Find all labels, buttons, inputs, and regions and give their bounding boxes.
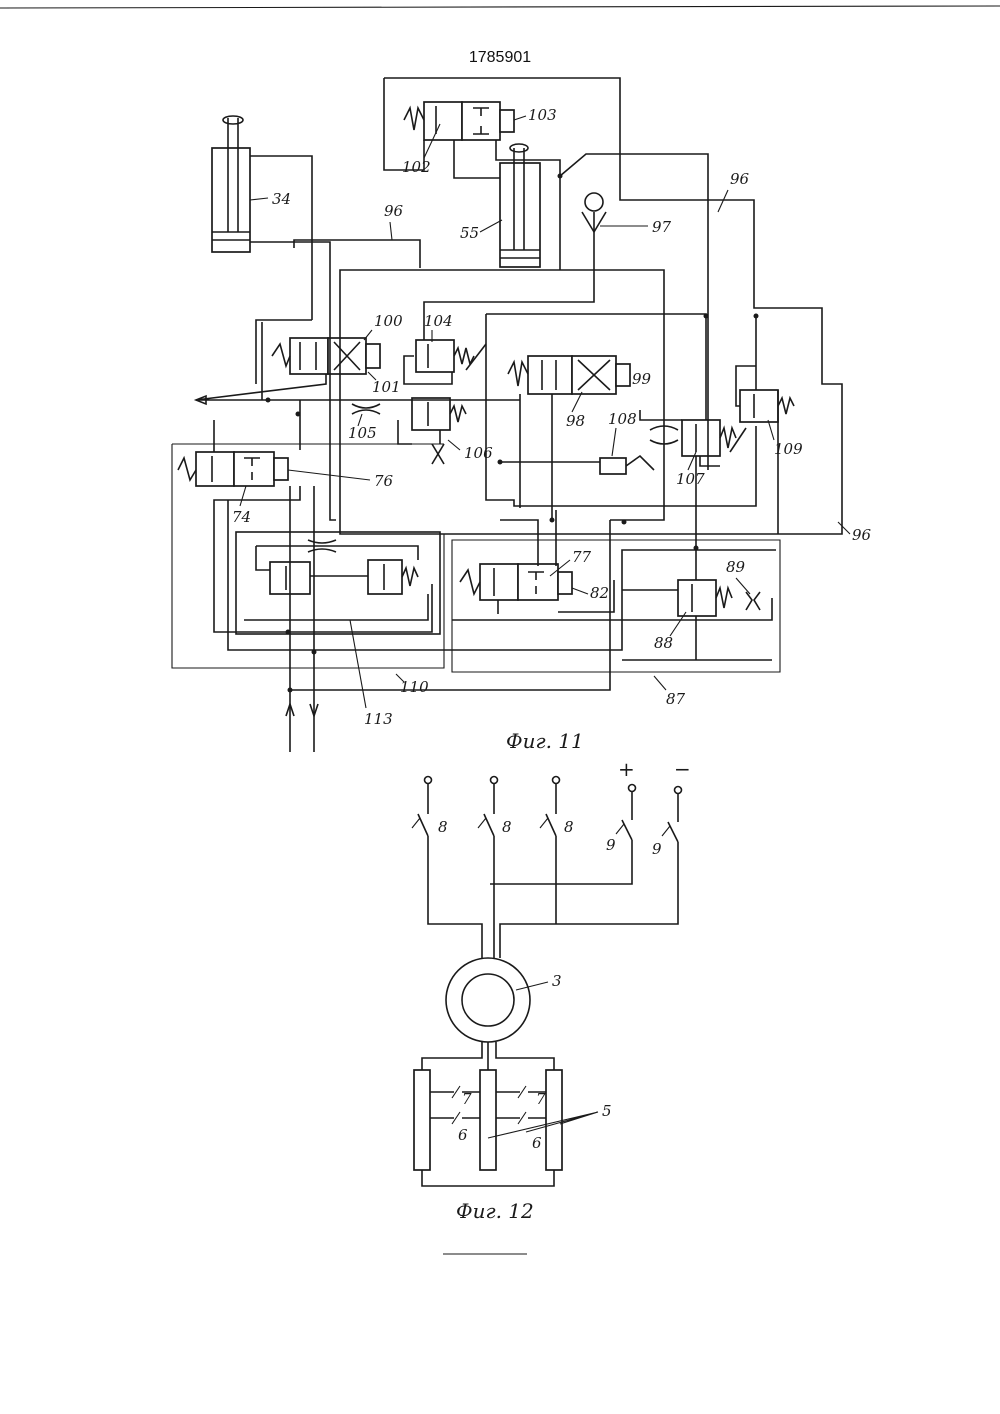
label-103: 103 [528, 106, 557, 124]
label-105: 105 [348, 424, 377, 442]
valve-100 [272, 338, 380, 374]
cylinder-34 [212, 116, 312, 320]
switch-8-b: 8 [502, 818, 512, 836]
label-113: 113 [364, 710, 393, 728]
switch-108 [600, 456, 654, 474]
label-55: 55 [460, 224, 479, 242]
valve-106 [412, 398, 466, 464]
patent-number: 1785901 [469, 49, 531, 66]
label-99: 99 [632, 370, 652, 388]
contact-6-b: 6 [532, 1134, 542, 1152]
valve-104 [416, 340, 486, 372]
label-98: 98 [566, 412, 585, 430]
figure-12-electric-diagram: + − 8 8 8 9 9 3 7 7 6 6 5 Фиг. [412, 757, 691, 1223]
label-96-top: 96 [730, 170, 750, 188]
cylinder-55 [500, 144, 540, 267]
label-101: 101 [372, 378, 401, 396]
resistors-5 [414, 1070, 562, 1170]
valve-77 [460, 564, 572, 600]
terminal-minus: − [674, 757, 691, 781]
label-82: 82 [590, 584, 609, 602]
valve-74 [178, 452, 288, 486]
valve-88 [678, 580, 760, 616]
contact-7-a: 7 [462, 1090, 472, 1108]
valve-107 [682, 420, 746, 456]
rotor-leads [422, 1042, 554, 1070]
label-104: 104 [424, 312, 453, 330]
scan-top-edge [0, 6, 1000, 8]
label-87: 87 [666, 690, 686, 708]
motor-3 [446, 958, 530, 1042]
label-96-right: 96 [852, 526, 872, 544]
label-88: 88 [654, 634, 673, 652]
switch-9-b: 9 [652, 840, 662, 858]
label-107: 107 [676, 470, 705, 488]
label-34: 34 [272, 190, 291, 208]
label-102: 102 [402, 158, 431, 176]
valve-102 [404, 102, 514, 140]
unit-113 [236, 532, 440, 634]
throttle-105 [352, 404, 380, 414]
contact-6-a: 6 [458, 1126, 468, 1144]
label-97: 97 [652, 218, 672, 236]
label-74: 74 [232, 508, 251, 526]
figure-11-caption: Фиг. 11 [506, 729, 584, 753]
figure-11-hydraulic-diagram: 34 96 96 96 55 97 102 103 100 101 104 99… [172, 78, 872, 753]
switch-8-c: 8 [564, 818, 574, 836]
valve-98 [508, 356, 630, 394]
switch-9-a: 9 [606, 836, 616, 854]
label-100: 100 [374, 312, 403, 330]
figure-12-caption: Фиг. 12 [456, 1199, 534, 1223]
terminal-plus: + [618, 757, 635, 781]
label-108: 108 [608, 410, 637, 428]
supply-terminals [425, 777, 682, 794]
label-109: 109 [774, 440, 803, 458]
supply-wiring [418, 784, 678, 958]
valve-109 [740, 390, 794, 422]
resistors-label-5: 5 [602, 1102, 612, 1120]
label-89: 89 [726, 558, 746, 576]
switch-8-a: 8 [438, 818, 448, 836]
label-96-left: 96 [384, 202, 404, 220]
label-77: 77 [572, 548, 592, 566]
contact-7-b: 7 [536, 1090, 546, 1108]
label-76: 76 [374, 472, 394, 490]
label-106: 106 [464, 444, 493, 462]
motor-label-3: 3 [552, 972, 562, 990]
label-110: 110 [400, 678, 429, 696]
